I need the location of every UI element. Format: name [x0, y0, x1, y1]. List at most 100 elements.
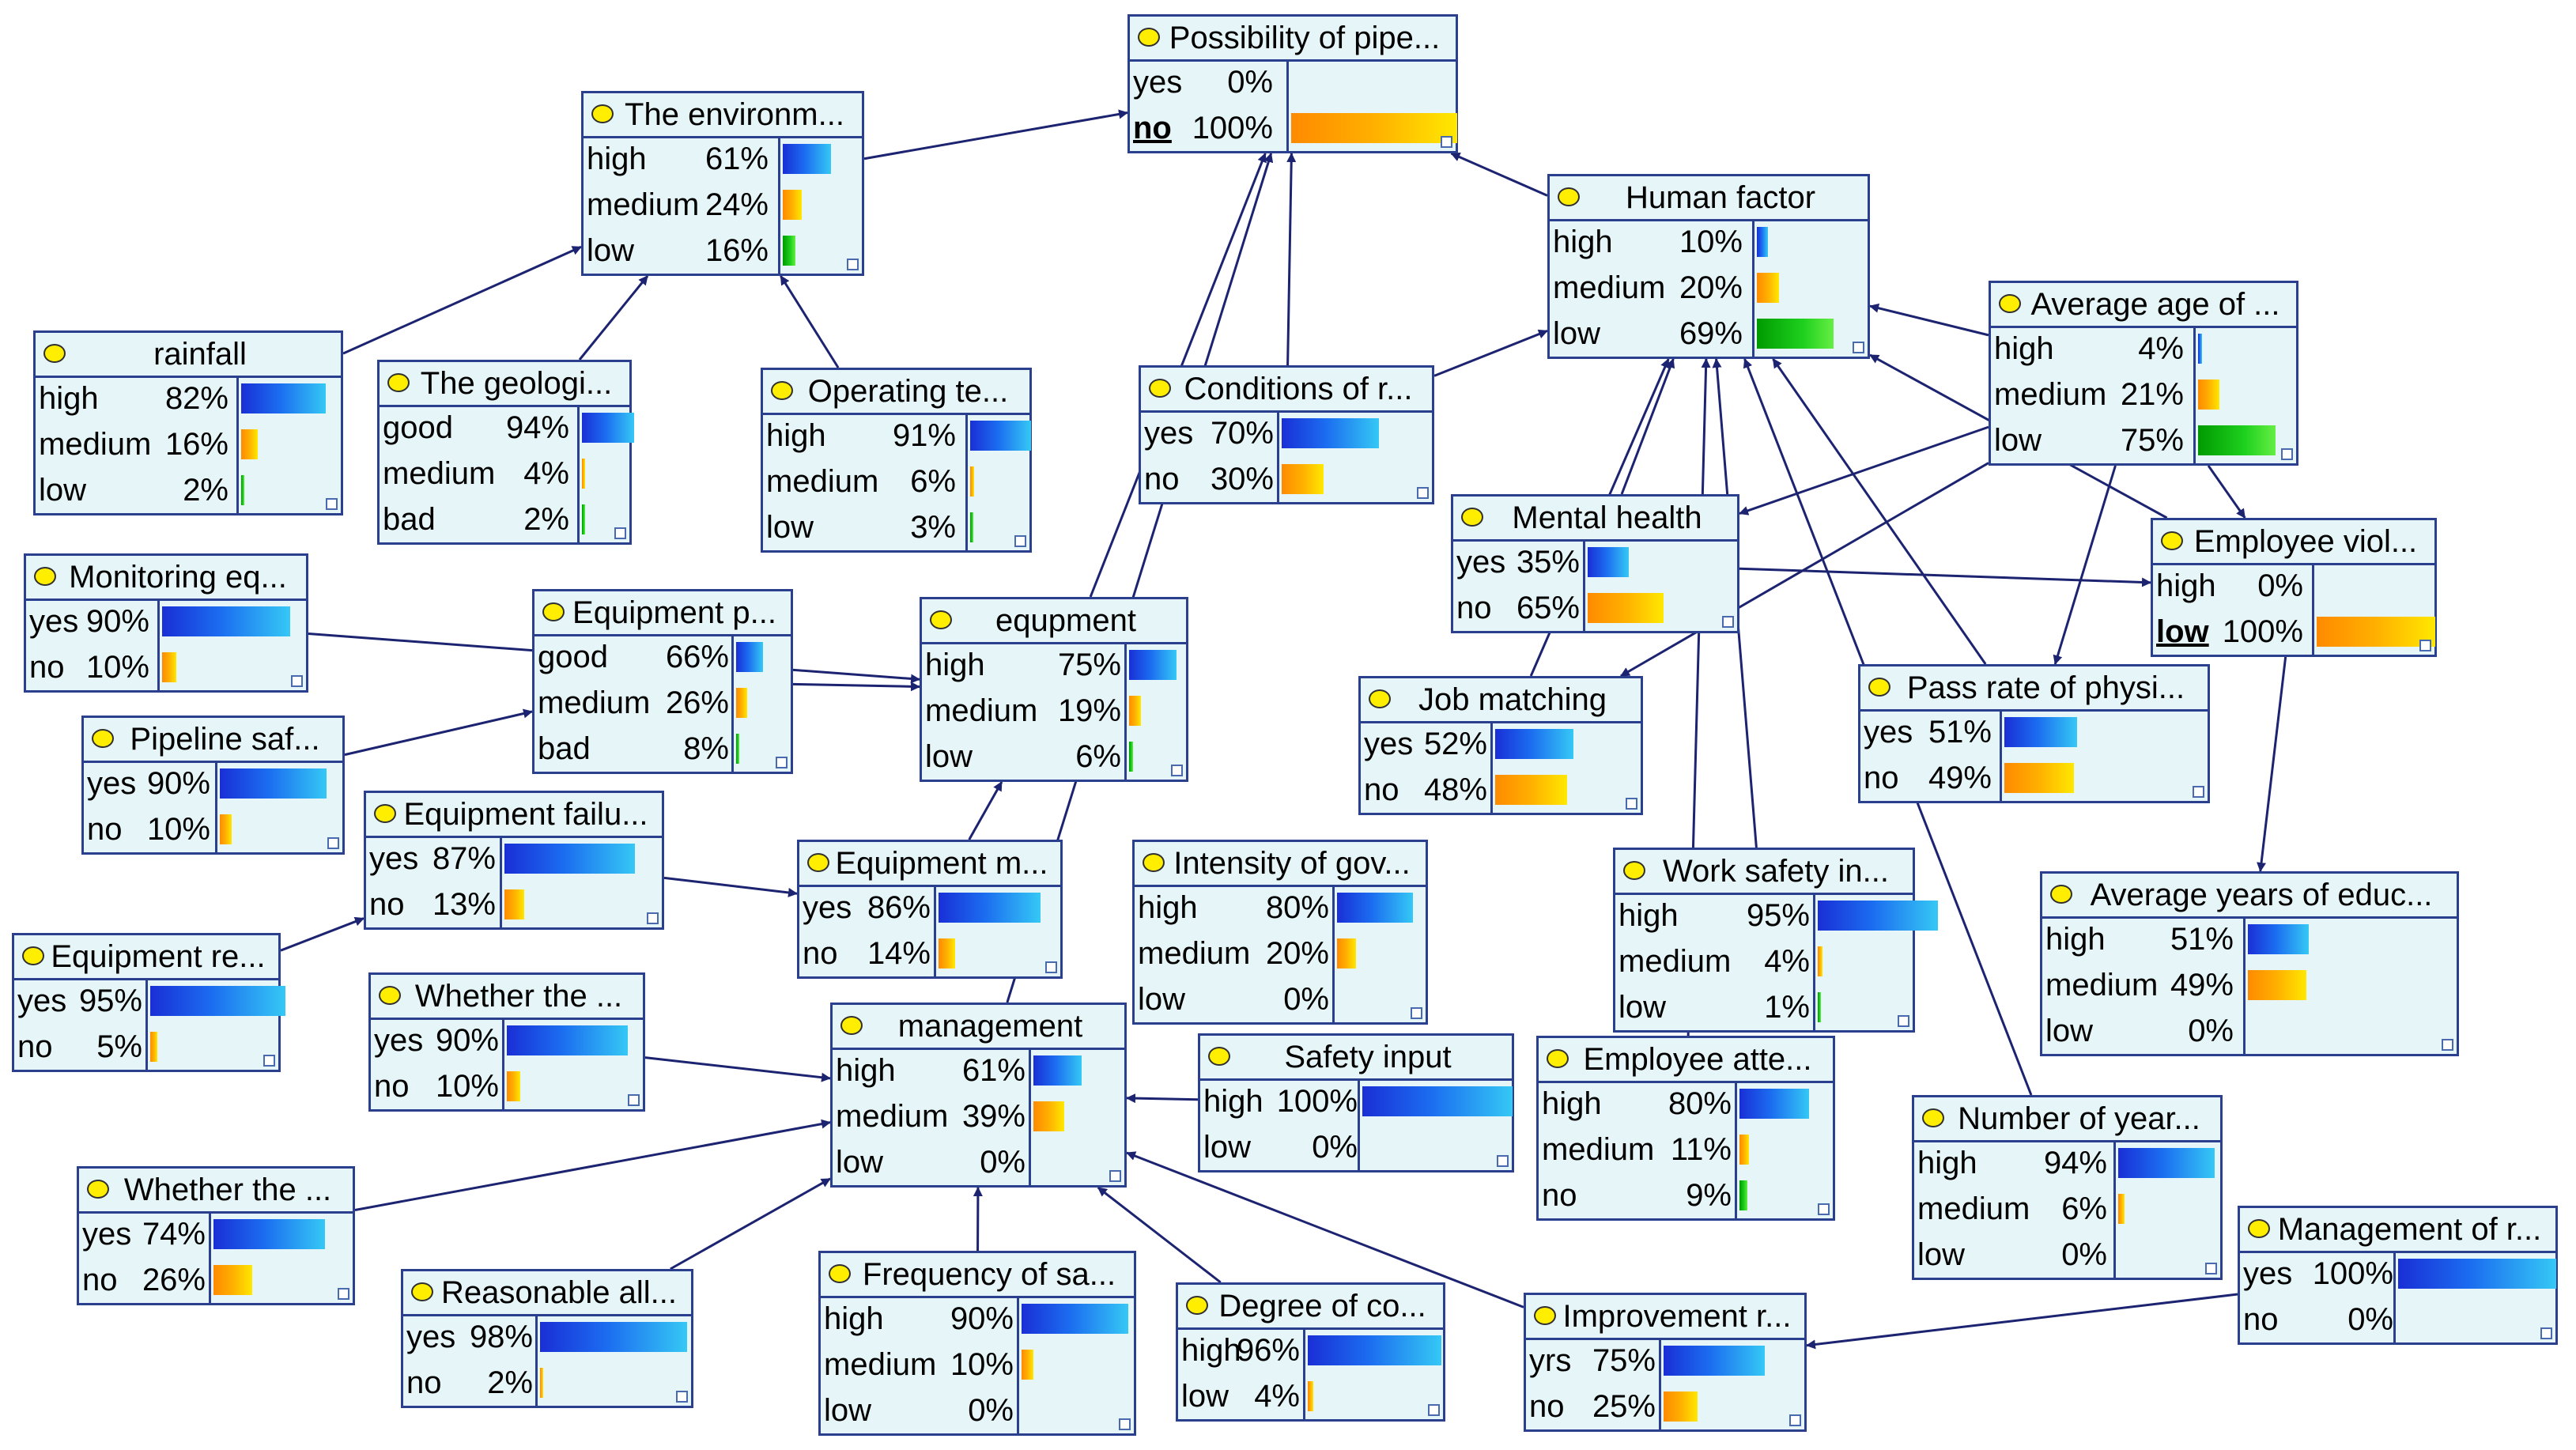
node-header[interactable]: Employee atte...	[1539, 1038, 1833, 1083]
node-expand-icon[interactable]	[2205, 1263, 2217, 1274]
node-header[interactable]: Operating te...	[763, 370, 1029, 415]
node-header[interactable]: Intensity of gov...	[1135, 842, 1426, 887]
node-expand-icon[interactable]	[1428, 1404, 1440, 1416]
node-expand-icon[interactable]	[1789, 1414, 1801, 1426]
node-header[interactable]: Average years of educ...	[2042, 874, 2457, 919]
node-expand-icon[interactable]	[847, 259, 859, 270]
node-header[interactable]: Whether the ...	[371, 975, 643, 1020]
node-header[interactable]: The geologi...	[380, 362, 629, 407]
node-header[interactable]: Equipment re...	[14, 935, 278, 980]
node-header[interactable]: Degree of co...	[1178, 1285, 1443, 1330]
node-expand-icon[interactable]	[2281, 448, 2293, 460]
node-expand-icon[interactable]	[291, 675, 303, 687]
node-header[interactable]: Equipment m...	[799, 842, 1060, 887]
node-expand-icon[interactable]	[2540, 1327, 2552, 1339]
node-expand-icon[interactable]	[1014, 535, 1026, 547]
node-expand-icon[interactable]	[1417, 487, 1429, 499]
node-header[interactable]: Improvement r...	[1526, 1295, 1804, 1340]
node-expand-icon[interactable]	[327, 837, 339, 849]
node-expand-icon[interactable]	[1441, 136, 1452, 148]
node-header[interactable]: Possibility of pipe...	[1130, 17, 1456, 62]
node-header[interactable]: Mental health	[1453, 497, 1737, 542]
node-header[interactable]: Monitoring eq...	[26, 556, 306, 601]
node-header[interactable]: Frequency of sa...	[821, 1253, 1134, 1298]
node-header[interactable]: management	[833, 1005, 1124, 1050]
node-header[interactable]: Average age of ...	[1991, 283, 2296, 328]
node-header[interactable]: Equipment p...	[534, 591, 791, 636]
node-expand-icon[interactable]	[628, 1094, 640, 1106]
node-expand-icon[interactable]	[676, 1391, 688, 1403]
node-header[interactable]: Pass rate of physi...	[1860, 666, 2208, 712]
node-expand-icon[interactable]	[1045, 961, 1057, 973]
node-expand-icon[interactable]	[1818, 1203, 1830, 1215]
node-header[interactable]: Conditions of r...	[1141, 368, 1432, 413]
node-header[interactable]: Safety input	[1200, 1036, 1512, 1081]
node-expand-icon[interactable]	[776, 757, 788, 768]
node-expand-icon[interactable]	[1722, 616, 1734, 628]
node-expand-icon[interactable]	[1626, 798, 1637, 810]
